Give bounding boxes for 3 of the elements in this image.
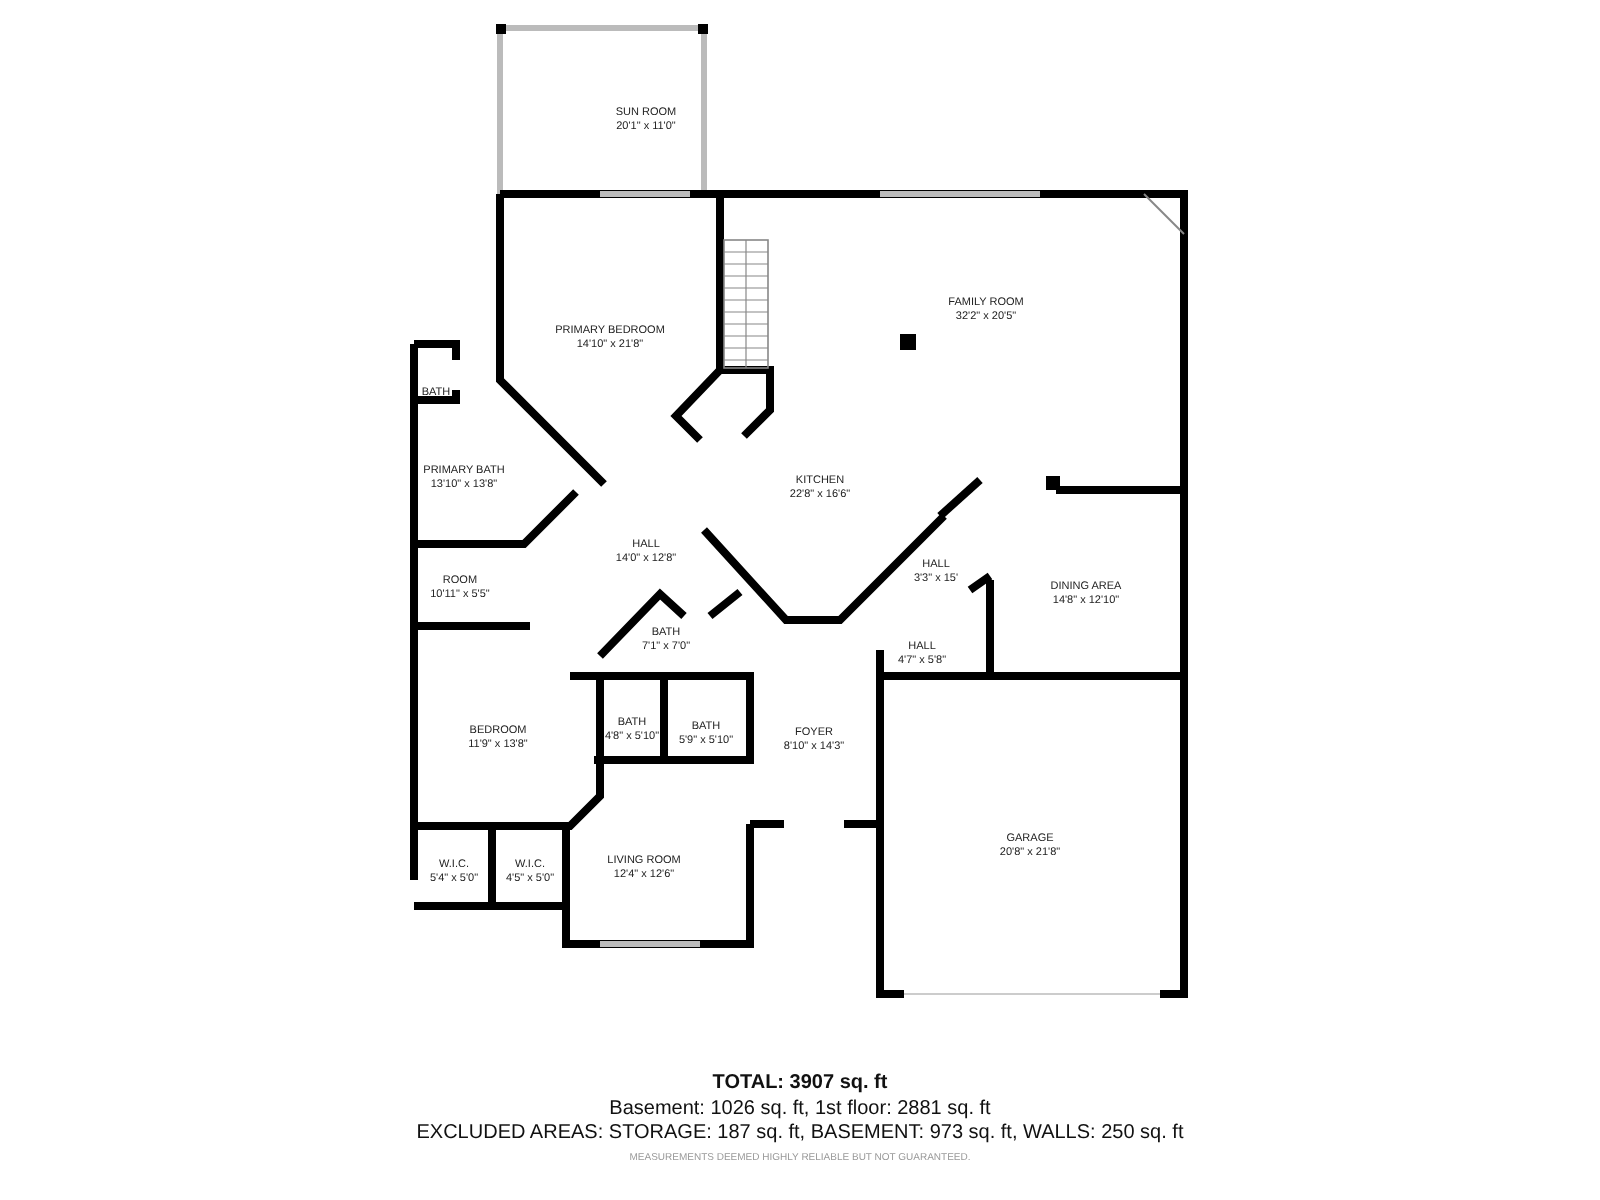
total-area: TOTAL: 3907 sq. ft [712, 1072, 888, 1097]
area-summary: Basement: 1026 sq. ft, 1st floor: 2881 sq. ft [609, 1097, 991, 1122]
area-summary: EXCLUDED AREAS: STORAGE: 187 sq. ft, BASEMENT: 973 sq. ft, WALLS: 250 sq. ft [416, 1122, 1184, 1147]
